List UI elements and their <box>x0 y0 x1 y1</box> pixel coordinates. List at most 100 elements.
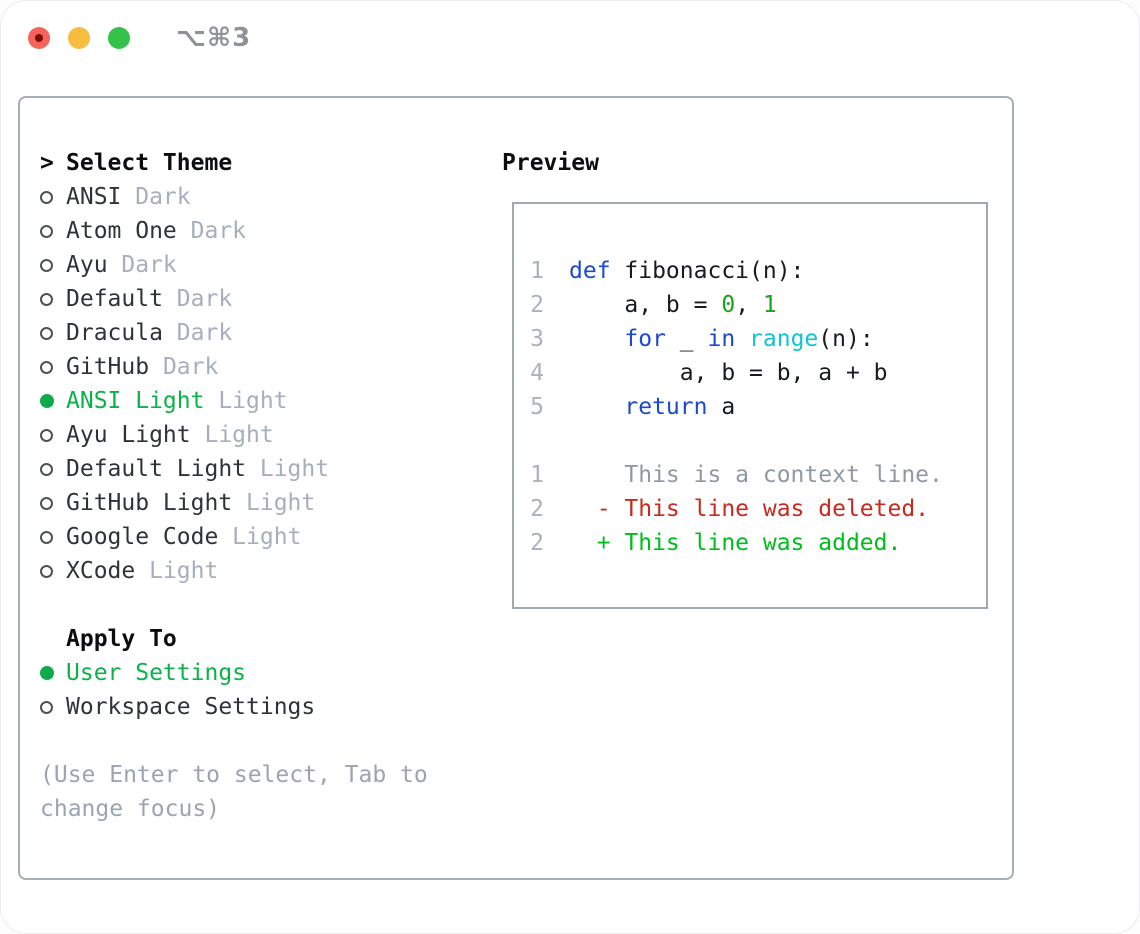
theme-option-ansi-light[interactable]: ANSI Light Light <box>40 384 502 418</box>
code-token <box>735 322 749 356</box>
theme-option-default[interactable]: Default Dark <box>40 282 502 316</box>
line-number: 4 <box>530 360 544 386</box>
theme-name: GitHub <box>66 354 150 380</box>
apply-option-label: User Settings <box>66 660 247 686</box>
theme-name: ANSI <box>66 184 122 210</box>
theme-variant: Light <box>135 558 219 584</box>
code-token: fibonacci(n): <box>610 258 805 284</box>
preview-line <box>530 424 986 458</box>
code-token: , <box>735 292 763 318</box>
line-number: 1 <box>530 258 544 284</box>
apply-to-title: Apply To <box>66 626 177 652</box>
theme-variant: Light <box>232 490 316 516</box>
theme-variant: Dark <box>121 184 191 210</box>
spacer <box>40 724 502 758</box>
radio-icon <box>40 258 66 272</box>
close-dot-icon <box>35 34 43 42</box>
radio-icon <box>40 564 66 578</box>
radio-icon <box>40 360 66 374</box>
radio-icon <box>40 530 66 544</box>
theme-name: Atom One <box>66 218 177 244</box>
window-shortcut-label: ⌥⌘3 <box>176 23 252 53</box>
theme-variant: Dark <box>162 286 233 312</box>
code-token <box>569 322 624 356</box>
help-hint: (Use Enter to select, Tab to change focu… <box>40 762 428 822</box>
theme-variant: Dark <box>149 354 219 380</box>
theme-option-atom-one[interactable]: Atom One Dark <box>40 214 502 248</box>
theme-variant: Light <box>190 422 274 448</box>
minimize-button[interactable] <box>68 27 90 49</box>
apply-option-workspace-settings[interactable]: Workspace Settings <box>40 690 502 724</box>
theme-option-default-light[interactable]: Default Light Light <box>40 452 502 486</box>
theme-option-google-code[interactable]: Google Code Light <box>40 520 502 554</box>
radio-icon <box>40 292 66 306</box>
theme-name: ANSI Light <box>66 388 205 414</box>
theme-name: Default <box>66 286 163 312</box>
radio-icon <box>40 496 66 510</box>
theme-name: Google Code <box>66 524 219 550</box>
preview-line: 2 + This line was added. <box>530 526 986 560</box>
theme-option-ayu[interactable]: Ayu Dark <box>40 248 502 282</box>
theme-name: GitHub Light <box>66 490 233 516</box>
radio-icon <box>40 224 66 238</box>
theme-name: Dracula <box>66 320 163 346</box>
preview-title: Preview <box>502 150 599 176</box>
line-number: 1 <box>530 462 544 488</box>
code-token: a <box>707 394 736 420</box>
code-token: _ <box>665 326 708 352</box>
spacer <box>40 588 502 622</box>
theme-variant: Light <box>204 388 288 414</box>
theme-variant: Dark <box>176 218 247 244</box>
theme-variant: Light <box>218 524 302 550</box>
theme-name: Default Light <box>66 456 247 482</box>
code-token: for <box>624 326 666 352</box>
theme-option-github-light[interactable]: GitHub Light Light <box>40 486 502 520</box>
line-number: 5 <box>530 394 544 420</box>
code-token: (n): <box>818 326 874 352</box>
theme-variant: Dark <box>162 320 233 346</box>
theme-option-ayu-light[interactable]: Ayu Light Light <box>40 418 502 452</box>
radio-icon <box>40 326 66 340</box>
code-token: - This line was deleted. <box>569 496 930 522</box>
maximize-button[interactable] <box>108 27 130 49</box>
code-token: a, b = <box>569 292 722 318</box>
code-token: This is a context line. <box>569 462 943 488</box>
radio-selected-icon <box>40 394 66 408</box>
apply-option-user-settings[interactable]: User Settings <box>40 656 502 690</box>
preview-line: 3 for _ in range(n): <box>530 322 986 356</box>
radio-icon <box>40 462 66 476</box>
theme-option-ansi[interactable]: ANSI Dark <box>40 180 502 214</box>
radio-icon <box>40 190 66 204</box>
apply-to-header: Apply To <box>40 622 502 656</box>
preview-line: 4 a, b = b, a + b <box>530 356 986 390</box>
code-token: a, b = b, a + b <box>569 360 888 386</box>
code-token: 1 <box>762 292 777 318</box>
radio-selected-icon <box>40 666 66 680</box>
preview-line: 2 a, b = 0, 1 <box>530 288 986 322</box>
code-token: + This line was added. <box>569 530 902 556</box>
close-button[interactable] <box>28 27 50 49</box>
theme-option-github[interactable]: GitHub Dark <box>40 350 502 384</box>
code-token <box>569 390 624 424</box>
theme-variant: Dark <box>107 252 177 278</box>
line-number: 2 <box>530 496 544 522</box>
theme-option-xcode[interactable]: XCode Light <box>40 554 502 588</box>
theme-name: Ayu <box>66 252 108 278</box>
theme-variant: Light <box>246 456 330 482</box>
titlebar: ⌥⌘3 <box>28 23 252 53</box>
radio-icon <box>40 700 66 714</box>
preview-line: 5 return a <box>530 390 986 424</box>
theme-option-dracula[interactable]: Dracula Dark <box>40 316 502 350</box>
code-token: 0 <box>721 292 736 318</box>
radio-icon <box>40 428 66 442</box>
select-theme-title: Select Theme <box>66 150 233 176</box>
code-token: range <box>749 326 819 352</box>
